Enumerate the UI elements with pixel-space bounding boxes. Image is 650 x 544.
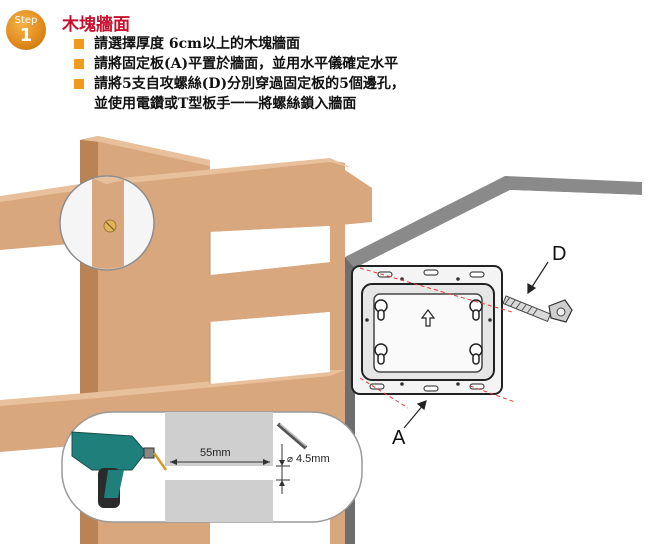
drill-icon — [71, 431, 168, 508]
bullet-square-icon — [74, 39, 84, 49]
step-word: Step — [14, 15, 38, 26]
depth-dimension: 55mm — [200, 447, 231, 459]
section-title: 木塊牆面 — [62, 15, 130, 35]
screw-icon — [502, 295, 573, 323]
instruction-text-continued: 並使用電鑽或T型板手一一將螺絲鎖入牆面 — [94, 96, 357, 112]
instruction-text: 請將固定板(A)平置於牆面，並用水平儀確定水平 — [94, 56, 399, 72]
instruction-item: 請將5支自攻螺絲(D)分別穿過固定板的5個邊孔， 並使用電鑽或T型板手一一將螺絲… — [74, 74, 405, 114]
guide-lines — [359, 267, 516, 409]
instruction-text: 請選擇厚度 6cm以上的木塊牆面 — [94, 36, 300, 52]
diameter-symbol: ⌀ — [287, 454, 293, 465]
instruction-item: 請選擇厚度 6cm以上的木塊牆面 — [74, 34, 405, 54]
instruction-list: 請選擇厚度 6cm以上的木塊牆面 請將固定板(A)平置於牆面，並用水平儀確定水平… — [74, 34, 405, 114]
label-plate-a: A — [392, 427, 406, 449]
drill-detail-panel: 55mm ⌀ 4.5mm — [61, 411, 363, 523]
bullet-square-icon — [74, 79, 84, 89]
diameter-dimension: 4.5mm — [296, 453, 330, 465]
instruction-item: 請將固定板(A)平置於牆面，並用水平儀確定水平 — [74, 54, 405, 74]
label-arrows — [403, 261, 549, 429]
step-number: 1 — [19, 25, 33, 46]
mounting-plate-icon — [351, 265, 503, 395]
drill-bit-icon — [276, 422, 308, 450]
bullet-square-icon — [74, 59, 84, 69]
detail-magnifier — [59, 175, 155, 271]
step-badge: Step 1 — [6, 10, 46, 50]
label-screw-d: D — [552, 243, 566, 265]
instruction-text: 請將5支自攻螺絲(D)分別穿過固定板的5個邊孔， — [94, 76, 405, 92]
